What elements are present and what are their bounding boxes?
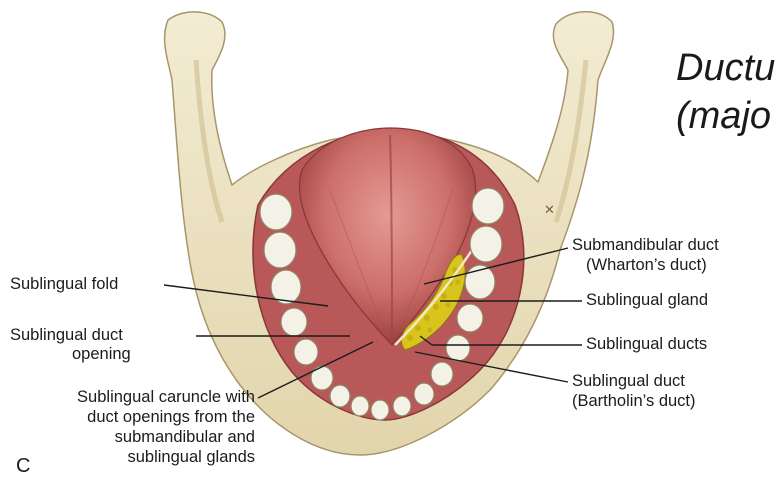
panel-letter: C <box>16 455 30 478</box>
label-caruncle-2: duct openings from the <box>0 408 255 427</box>
corner-mark: ✕ <box>544 203 555 218</box>
label-bartholin-duct-1: Sublingual duct <box>572 372 685 391</box>
label-submandibular-duct-1: Submandibular duct <box>572 236 719 255</box>
label-sublingual-duct-opening-2: opening <box>72 345 131 364</box>
label-caruncle-3: submandibular and <box>0 428 255 447</box>
label-caruncle-4: sublingual glands <box>0 448 255 467</box>
title-line-2: (majo <box>676 94 771 138</box>
label-sublingual-ducts: Sublingual ducts <box>586 335 707 354</box>
label-sublingual-duct-opening-1: Sublingual duct <box>10 326 123 345</box>
label-bartholin-duct-2: (Bartholin’s duct) <box>572 392 696 411</box>
label-submandibular-duct-2: (Wharton’s duct) <box>586 256 707 275</box>
label-sublingual-fold: Sublingual fold <box>10 275 118 294</box>
title-line-1: Ductu <box>676 46 775 90</box>
label-caruncle-1: Sublingual caruncle with <box>0 388 255 407</box>
label-sublingual-gland: Sublingual gland <box>586 291 708 310</box>
